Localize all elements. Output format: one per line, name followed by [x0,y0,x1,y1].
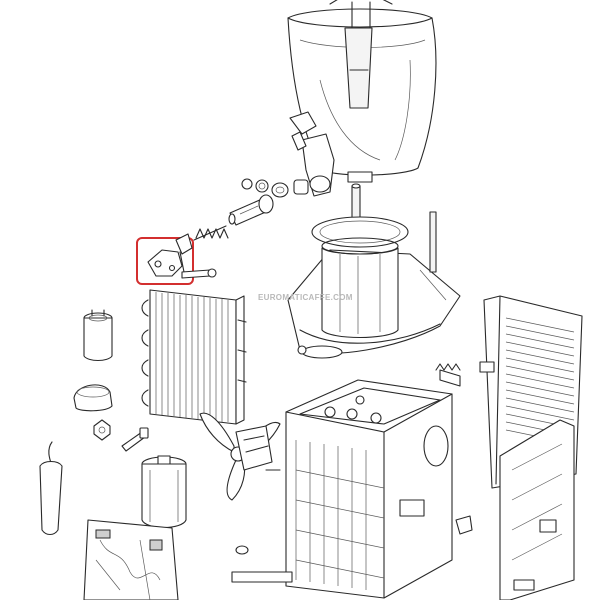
seal-rings[interactable] [241,178,309,198]
nut[interactable] [93,419,111,441]
control-board[interactable] [83,519,179,600]
faucet-valve[interactable] [289,111,373,197]
compressor[interactable] [141,455,187,529]
bowl[interactable] [287,0,437,176]
side-panel[interactable] [455,419,575,600]
thermostat-probe[interactable] [39,441,63,536]
condenser[interactable] [141,289,247,425]
spring-tube[interactable] [228,194,274,226]
spring[interactable] [193,225,229,241]
small-rod[interactable] [429,211,437,273]
bolt[interactable] [121,427,149,452]
fan-motor[interactable] [235,425,281,471]
cap[interactable] [73,384,113,412]
highlight-box [136,237,194,285]
highlighted-bracket[interactable] [136,233,194,285]
watermark: EUROMATICAFFE.COM [258,293,353,302]
evaporator-cylinder[interactable] [311,216,409,339]
small-spring[interactable] [435,363,461,371]
capacitor[interactable] [83,309,113,362]
pivot-pin[interactable] [181,268,217,279]
main-frame[interactable] [231,369,461,599]
